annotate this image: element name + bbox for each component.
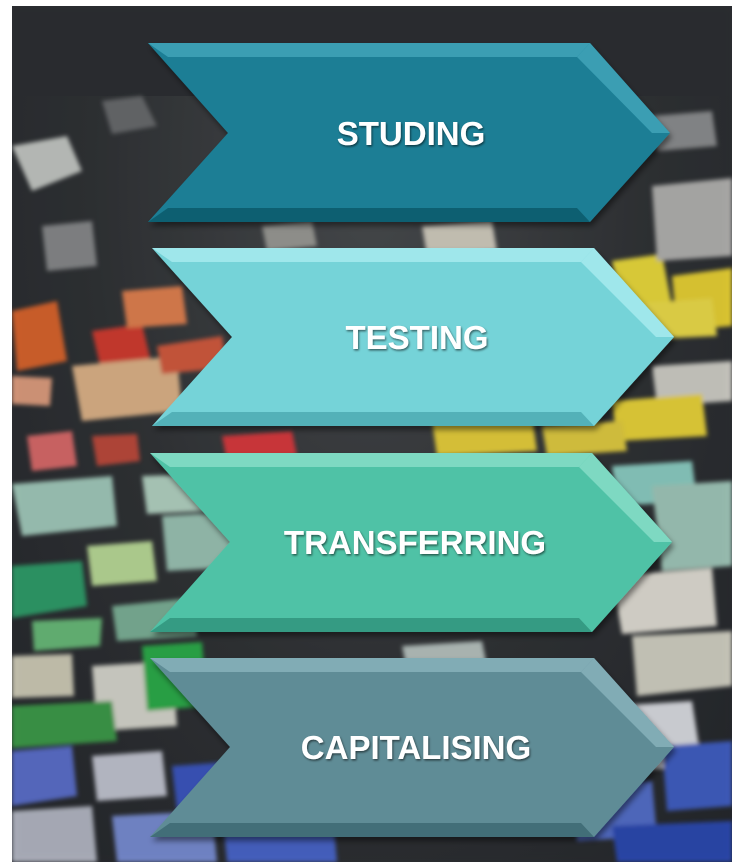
chevron-step-2 (152, 248, 674, 426)
chevron-step-1 (148, 43, 670, 222)
step-label-testing: TESTING (345, 319, 488, 356)
chevron-step-3 (150, 453, 672, 632)
chevron-step-4 (150, 658, 674, 837)
step-label-studing: STUDING (337, 115, 486, 152)
step-label-capitalising: CAPITALISING (301, 729, 531, 766)
step-label-transferring: TRANSFERRING (284, 524, 546, 561)
